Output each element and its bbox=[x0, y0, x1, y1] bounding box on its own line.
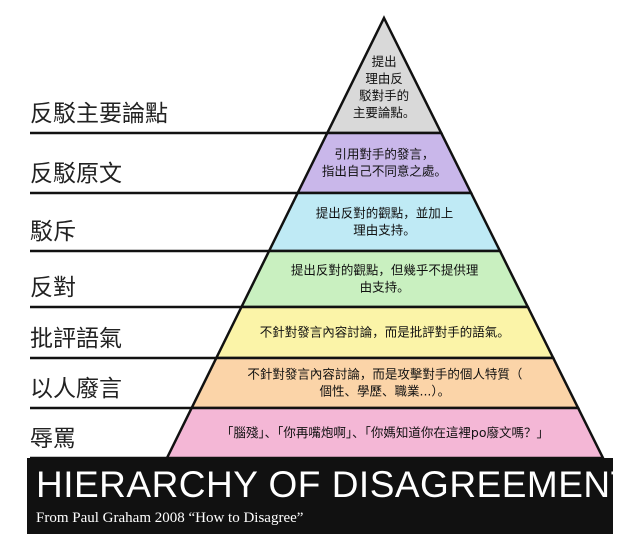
level-description-line: 不針對發言內容討論，而是批評對手的語氣。 bbox=[260, 325, 510, 340]
level-description-line: 駁對手的 bbox=[359, 88, 409, 103]
level-description-line: 由支持。 bbox=[360, 280, 410, 295]
title-banner bbox=[27, 458, 613, 534]
level-description-line: 理由支持。 bbox=[353, 223, 416, 238]
level-description-line: 「腦殘」、「你再嘴炮啊」、「你媽知道你在這裡po廢文嗎？」 bbox=[221, 425, 549, 440]
level-description-line: 理由反 bbox=[365, 71, 403, 86]
level-label: 駁斥 bbox=[30, 219, 76, 245]
pyramid-level-7 bbox=[164, 406, 606, 460]
level-label: 辱罵 bbox=[30, 426, 76, 452]
level-description-line: 個性、學歷、職業...）。 bbox=[319, 384, 450, 399]
level-description-line: 提出反對的觀點，並加上 bbox=[316, 206, 454, 221]
banner-title: HIERARCHY OF DISAGREEMENT bbox=[36, 464, 634, 505]
banner-subtitle: From Paul Graham 2008 “How to Disagree” bbox=[36, 510, 303, 526]
level-label: 反駁主要論點 bbox=[30, 101, 168, 127]
level-label: 反對 bbox=[30, 275, 76, 301]
level-label: 反駁原文 bbox=[30, 161, 122, 187]
level-description-line: 不針對發言內容討論，而是攻擊對手的個人特質（ bbox=[247, 367, 522, 382]
level-description-line: 提出反對的觀點，但幾乎不提供理 bbox=[291, 263, 479, 278]
level-description-line: 主要論點。 bbox=[353, 105, 416, 120]
level-description-line: 提出 bbox=[372, 54, 397, 69]
level-label: 批評語氣 bbox=[30, 326, 122, 352]
level-description-line: 指出自己不同意之處。 bbox=[322, 164, 447, 179]
level-label: 以人廢言 bbox=[30, 376, 122, 402]
level-description-line: 引用對手的發言， bbox=[334, 147, 434, 162]
